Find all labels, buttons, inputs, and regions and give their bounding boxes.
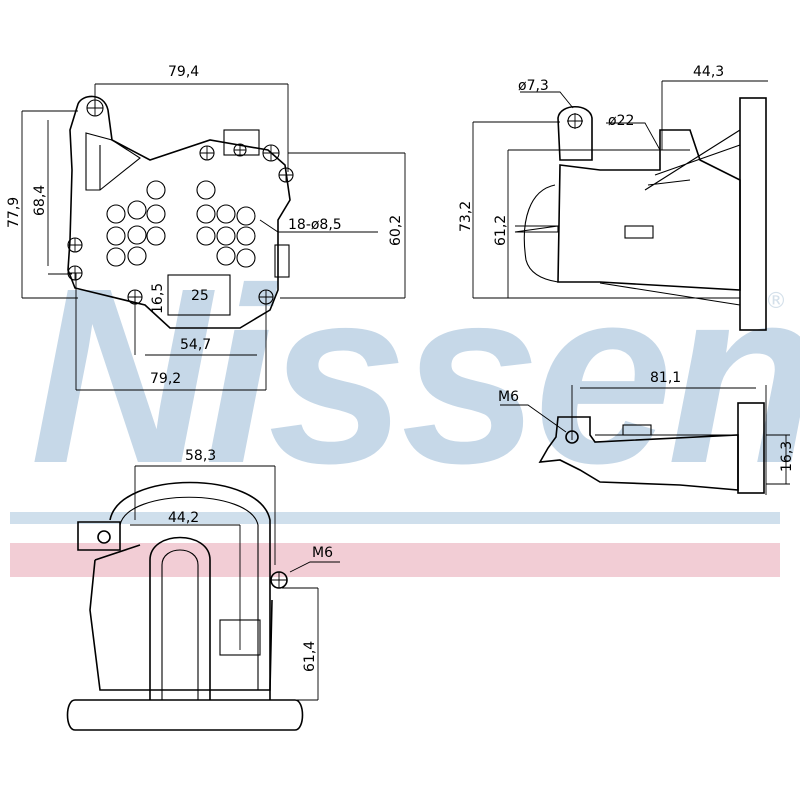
dim-m6-bottom: M6 [498, 389, 519, 405]
side-view: ø7,3 44,3 ø22 73,2 61,2 [458, 64, 768, 331]
dim-79-4: 79,4 [168, 64, 199, 80]
dim-61-4: 61,4 [302, 641, 318, 672]
dim-81-1: 81,1 [650, 370, 681, 386]
dim-54-7: 54,7 [180, 337, 211, 353]
front-dimension-lines [21, 83, 406, 391]
cooling-holes [106, 180, 256, 268]
dim-diam-7-3: ø7,3 [518, 78, 549, 94]
mounting-holes [67, 99, 294, 305]
dim-73-2: 73,2 [458, 201, 474, 232]
dim-44-2: 44,2 [168, 510, 199, 526]
dim-25: 25 [191, 288, 209, 304]
dim-68-4: 68,4 [32, 185, 48, 216]
dim-16-5: 16,5 [150, 283, 166, 314]
dim-m6-rear: M6 [312, 545, 333, 561]
side-dimension-lines [472, 80, 768, 299]
dim-79-2: 79,2 [150, 371, 181, 387]
watermark-brand: Nissens [30, 236, 800, 515]
watermark-registered: ® [765, 289, 787, 314]
bottom-view: M6 81,1 16,3 [498, 370, 795, 495]
dim-77-9: 77,9 [6, 197, 22, 228]
watermark-pink-stripe [10, 543, 780, 577]
dim-16-3: 16,3 [779, 441, 795, 472]
rear-dimension-lines [130, 465, 340, 701]
watermark-blue-stripe [10, 512, 780, 524]
dim-holes: 18-ø8,5 [288, 217, 342, 233]
nissens-watermark: Nissens ® [10, 236, 800, 577]
dim-diam-22: ø22 [608, 113, 634, 129]
rear-view: 58,3 44,2 M6 61,4 [66, 448, 340, 731]
dim-61-2: 61,2 [493, 215, 509, 246]
dim-58-3: 58,3 [185, 448, 216, 464]
dim-44-3: 44,3 [693, 64, 724, 80]
bottom-dimension-lines [500, 385, 790, 495]
dim-60-2: 60,2 [388, 215, 404, 246]
front-view: 79,4 77,9 68,4 18-ø8,5 60,2 16,5 25 54,7… [6, 64, 406, 391]
